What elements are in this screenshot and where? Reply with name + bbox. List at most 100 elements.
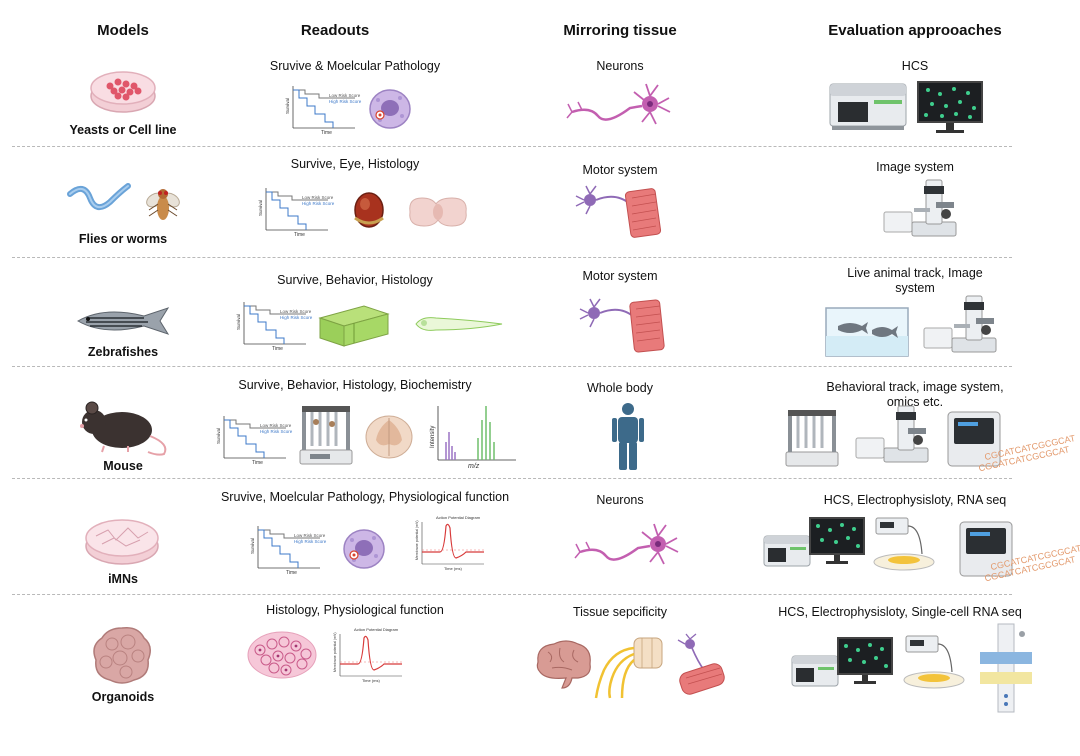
microscope-icon	[883, 179, 957, 237]
km-legend-low: Low Risk Score	[329, 93, 361, 98]
readout-title: Survive, Eye, Histology	[290, 157, 420, 171]
organoid-icon	[93, 626, 151, 684]
monitor-cells-icon	[917, 81, 983, 133]
row-separator	[12, 594, 1012, 595]
km-legend-low: Low Risk Score	[302, 195, 334, 200]
model-label: Organoids	[91, 690, 155, 704]
microscope-icon	[855, 405, 929, 463]
monitor-cells-icon	[809, 517, 865, 564]
brain-icon	[536, 640, 591, 689]
header-models: Models	[97, 22, 149, 39]
neuron-icon	[566, 83, 671, 125]
km-ylabel: Survival	[258, 200, 263, 216]
km-ylabel: Survival	[285, 98, 290, 114]
km-legend-low: Low Risk Score	[280, 309, 312, 314]
cell-pathology-icon	[369, 89, 411, 129]
sequencer-icon: CGCATCATCGCGCAT CGCATCATCGCGCAT	[947, 411, 1077, 473]
model-label: Mouse	[103, 459, 143, 473]
action-potential-plot: Action Potential Diagram Time (ms) Membr…	[415, 515, 484, 571]
tissue-title: Neurons	[596, 493, 644, 507]
readout-title: Histology, Physiological function	[266, 603, 444, 617]
zebrafish-icon	[76, 307, 170, 335]
microscope-icon	[923, 295, 997, 353]
header-mirroring-tissue: Mirroring tissue	[563, 22, 677, 39]
ap-title: Action Potential Diagram	[354, 627, 399, 632]
eval-title-line1: Behavioral track, image system,	[826, 380, 1004, 394]
header-readouts: Readouts	[300, 22, 370, 39]
rotarod-apparatus-icon	[785, 410, 839, 467]
nerve-fibers-icon	[594, 637, 663, 699]
km-legend-high: High Risk Score	[294, 539, 327, 544]
km-ylabel: Survival	[216, 428, 221, 444]
km-survival-plot: Low Risk Score High Risk Score Time Surv…	[285, 86, 362, 136]
row-separator	[12, 257, 1012, 258]
fly-icon	[146, 189, 180, 220]
ap-xlabel: Time (ms)	[444, 566, 463, 571]
microfluidic-chip-icon	[980, 623, 1032, 713]
km-ylabel: Survival	[250, 538, 255, 554]
motor-neuron-muscle-icon	[579, 298, 665, 353]
neuron-icon	[574, 523, 679, 565]
km-xlabel: Time	[286, 570, 297, 576]
tissue-block-icon	[318, 305, 390, 347]
readout-title: Sruvive, Moelcular Pathology, Physiologi…	[220, 490, 510, 504]
tissue-title: Motor system	[582, 269, 658, 283]
hcs-instrument-icon	[791, 655, 839, 687]
ap-ylabel: Membrane potential (mV)	[415, 521, 419, 561]
motor-neuron-muscle-icon	[575, 185, 662, 238]
km-survival-plot: Low Risk Score High Risk Score Time Surv…	[250, 526, 327, 576]
ap-title: Action Potential Diagram	[436, 515, 481, 520]
model-label: Flies or worms	[78, 232, 168, 246]
fly-eye-icon	[354, 192, 384, 228]
eval-title-line1: Live animal track, Image	[847, 266, 983, 280]
ms-xlabel: m/z	[468, 463, 480, 470]
ms-ylabel: Intensity	[430, 426, 436, 448]
km-legend-low: Low Risk Score	[260, 423, 292, 428]
action-potential-plot: Action Potential Diagram Time (ms) Membr…	[333, 627, 402, 683]
hcs-instrument-icon	[829, 83, 907, 130]
row-separator	[12, 478, 1012, 479]
km-survival-plot: Low Risk Score High Risk Score Time Surv…	[236, 302, 313, 352]
spinal-cord-section-icon	[365, 415, 413, 459]
model-label: Zebrafishes	[87, 345, 159, 359]
km-survival-plot: Low Risk Score High Risk Score Time Surv…	[258, 188, 335, 238]
km-legend-high: High Risk Score	[329, 99, 362, 104]
km-survival-plot: Low Risk Score High Risk Score Time Surv…	[216, 416, 293, 466]
km-xlabel: Time	[272, 346, 283, 352]
ap-ylabel: Membrane potential (mV)	[333, 633, 337, 673]
zebrafish-larva-histology-icon	[415, 317, 503, 331]
worm-icon	[67, 183, 131, 211]
model-label: Yeasts or Cell line	[69, 123, 177, 137]
eval-title: HCS, Electrophysisloty, Single-cell RNA …	[778, 605, 1022, 619]
header-evaluation: Evaluation approoaches	[828, 22, 1002, 39]
sequencer-icon: CGCATCATCGCGCAT CGCATCATCGCGCAT	[959, 521, 1080, 583]
row-separator	[12, 366, 1012, 367]
tissue-histology-icon	[247, 631, 317, 679]
eval-title: HCS	[901, 59, 929, 73]
km-ylabel: Survival	[236, 314, 241, 330]
hcs-instrument-icon	[763, 535, 811, 567]
human-body-icon	[612, 403, 644, 470]
eval-title: HCS, Electrophysisloty, RNA seq	[823, 493, 1007, 507]
cell-pathology-icon	[343, 529, 385, 569]
km-legend-high: High Risk Score	[302, 201, 335, 206]
readout-title: Survive, Behavior, Histology	[277, 273, 433, 287]
km-xlabel: Time	[294, 232, 305, 238]
electrophysiology-rig-icon	[873, 517, 935, 571]
motor-neuron-muscle-icon	[677, 633, 725, 695]
km-legend-high: High Risk Score	[280, 315, 313, 320]
km-xlabel: Time	[321, 130, 332, 136]
eval-title: Image system	[876, 160, 954, 174]
tissue-title: Whole body	[586, 381, 653, 395]
rotarod-apparatus-icon	[299, 406, 353, 465]
tissue-title: Neurons	[596, 59, 644, 73]
petri-dish-neurons-icon	[85, 519, 159, 565]
electrophysiology-rig-icon	[903, 635, 965, 689]
mouse-icon	[80, 401, 167, 456]
brain-histology-icon	[409, 197, 467, 227]
tissue-title: Tissue sepcificity	[572, 605, 667, 619]
model-label: iMNs	[108, 572, 138, 586]
mass-spectrum-plot: Intensity m/z	[430, 406, 516, 470]
monitor-cells-icon	[837, 637, 893, 684]
row-separator	[12, 146, 1012, 147]
